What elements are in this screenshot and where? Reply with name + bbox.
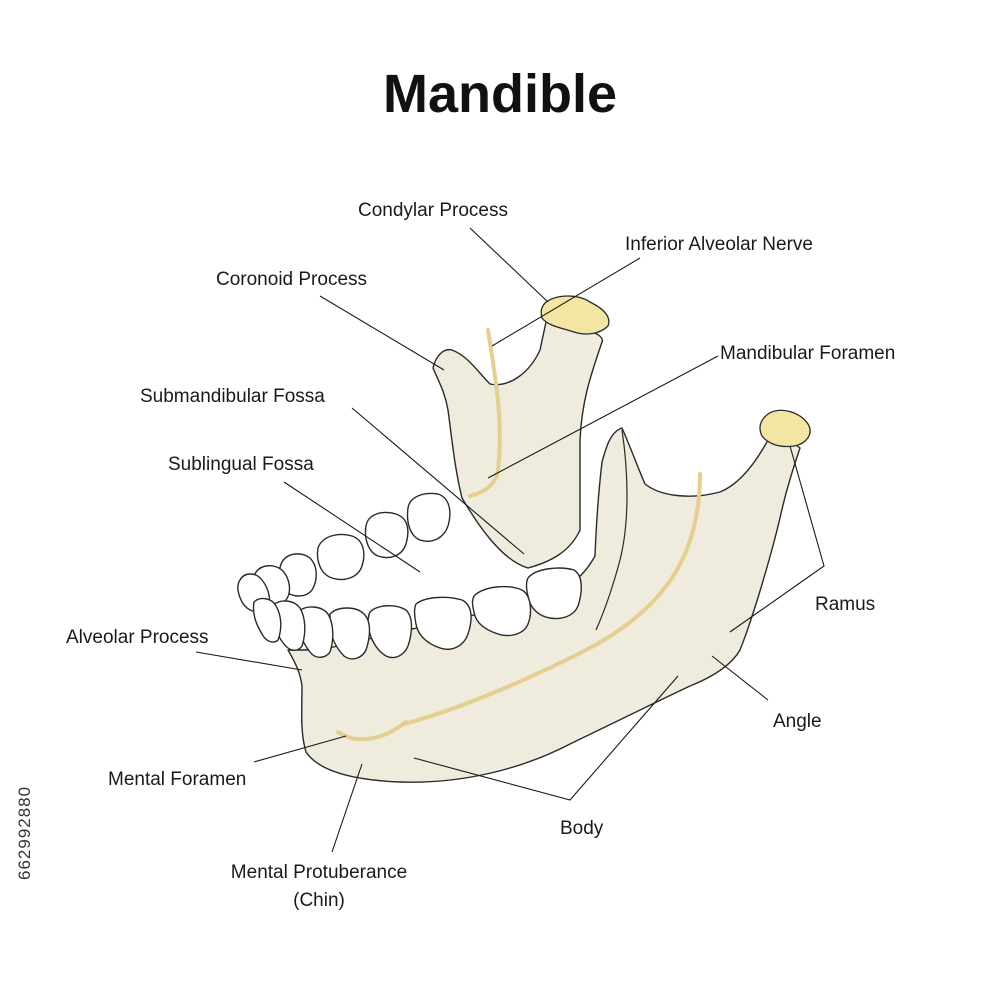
oblique-line xyxy=(595,429,628,631)
label-condylar-process: Condylar Process xyxy=(358,200,508,221)
mental-nerve-path xyxy=(336,720,408,742)
stock-id: 662992880 xyxy=(15,786,34,880)
label-sublingual-fossa: Sublingual Fossa xyxy=(168,454,314,475)
label-submandibular-fossa: Submandibular Fossa xyxy=(140,386,325,407)
leader-lines xyxy=(195,227,825,853)
label-inferior-alveolar-nerve: Inferior Alveolar Nerve xyxy=(625,234,813,255)
label-angle: Angle xyxy=(773,711,822,732)
far-nerve-path xyxy=(468,328,502,498)
diagram-title: Mandible xyxy=(383,64,617,124)
label-coronoid-process: Coronoid Process xyxy=(216,269,367,290)
label-mental-protuberance: Mental Protuberance xyxy=(231,862,407,883)
near-condyle-cartilage xyxy=(759,409,811,448)
near-teeth xyxy=(252,567,582,660)
label-mental-foramen: Mental Foramen xyxy=(108,769,246,790)
label-body: Body xyxy=(560,818,604,839)
label-mental-protuberance-chin: (Chin) xyxy=(293,890,345,911)
label-ramus: Ramus xyxy=(815,594,875,615)
label-mandibular-foramen: Mandibular Foramen xyxy=(720,343,895,364)
far-ramus xyxy=(432,295,610,569)
far-teeth xyxy=(237,492,451,613)
label-alveolar-process: Alveolar Process xyxy=(66,627,209,648)
labels: Condylar Process Inferior Alveolar Nerve… xyxy=(66,200,895,911)
main-nerve-path xyxy=(402,472,702,726)
